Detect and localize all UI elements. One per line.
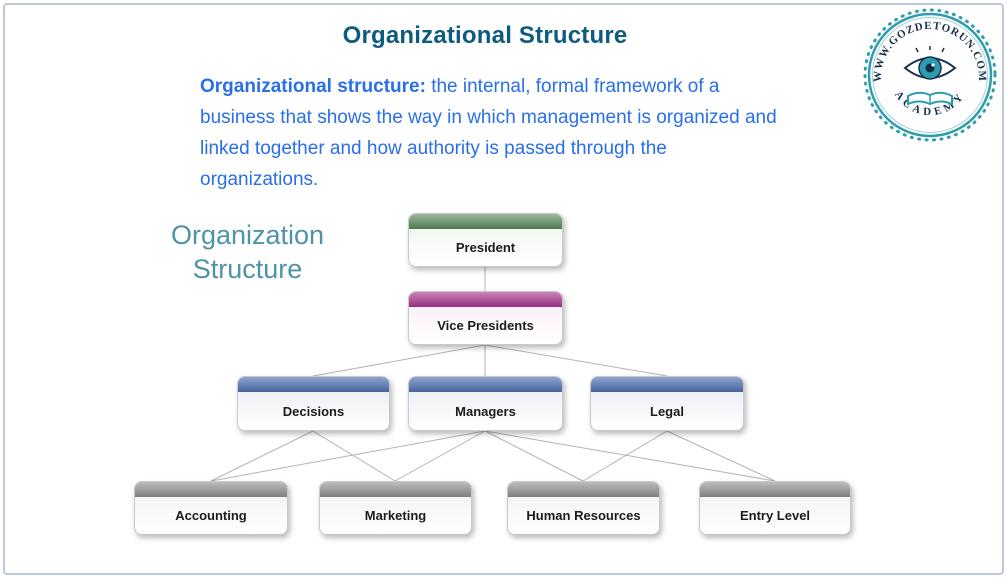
org-chart-caption-line2: Structure — [192, 254, 303, 284]
org-node-marketing: Marketing — [319, 481, 472, 535]
definition-text: the internal, formal framework of a busi… — [200, 76, 777, 190]
org-node-human-resources-header — [508, 482, 659, 497]
org-node-president-header — [409, 214, 562, 229]
org-node-accounting-header — [135, 482, 287, 497]
slide-title: Organizational Structure — [342, 22, 628, 49]
org-node-president-label: President — [409, 229, 562, 266]
org-node-decisions-label: Decisions — [238, 392, 389, 430]
org-node-decisions-header — [238, 377, 389, 392]
org-node-vice-presidents: Vice Presidents — [408, 291, 563, 345]
org-node-marketing-label: Marketing — [320, 497, 471, 534]
org-node-vice-presidents-label: Vice Presidents — [409, 307, 562, 344]
org-node-managers-header — [409, 377, 562, 392]
org-node-entry-level-header — [700, 482, 850, 497]
org-node-accounting-label: Accounting — [135, 497, 287, 534]
definition-lead-in: Organizational structure: — [200, 76, 426, 97]
org-node-decisions: Decisions — [237, 376, 390, 431]
org-node-managers: Managers — [408, 376, 563, 431]
slide-border — [3, 3, 1004, 575]
org-node-marketing-header — [320, 482, 471, 497]
org-node-managers-label: Managers — [409, 392, 562, 430]
book-icon — [907, 91, 953, 106]
org-node-vice-presidents-header — [409, 292, 562, 307]
org-node-entry-level: Entry Level — [699, 481, 851, 535]
org-node-president: President — [408, 213, 563, 267]
org-chart-caption: Organization Structure — [150, 218, 345, 286]
org-node-human-resources-label: Human Resources — [508, 497, 659, 534]
academy-logo-badge: WWW.GOZDETORUN.COM ACADEMY — [863, 8, 997, 142]
org-node-accounting: Accounting — [134, 481, 288, 535]
org-node-entry-level-label: Entry Level — [700, 497, 850, 534]
eye-icon — [903, 46, 957, 80]
definition-paragraph: Organizational structure: the internal, … — [200, 71, 785, 195]
logo-inner-ring — [872, 17, 988, 133]
org-chart-caption-line1: Organization — [170, 220, 325, 250]
org-node-human-resources: Human Resources — [507, 481, 660, 535]
org-node-legal-label: Legal — [591, 392, 743, 430]
org-node-legal: Legal — [590, 376, 744, 431]
org-node-legal-header — [591, 377, 743, 392]
